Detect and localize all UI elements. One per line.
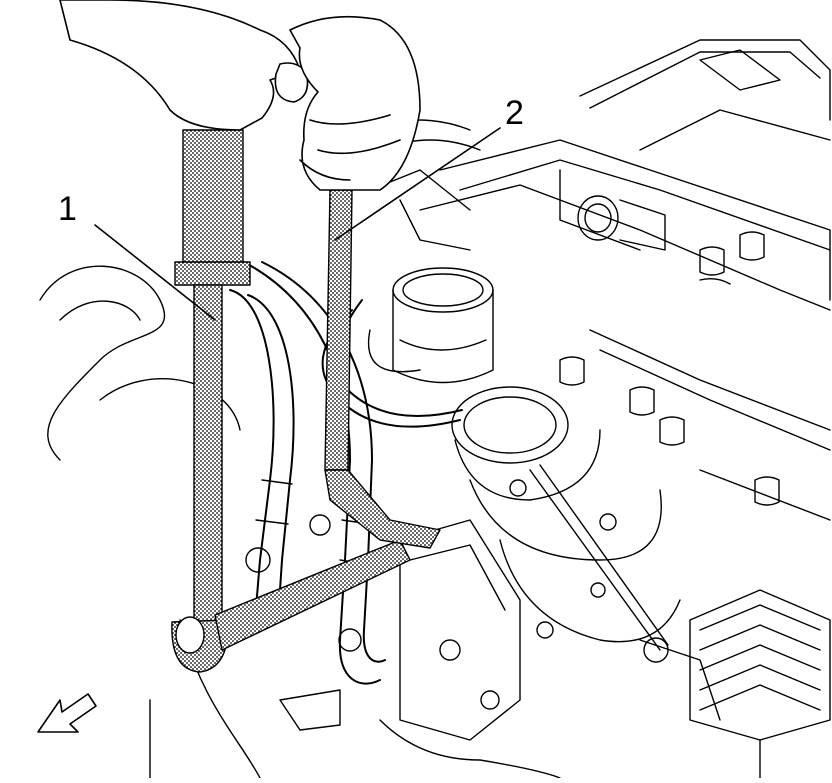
oil-cooler [689, 589, 831, 779]
engine-contour [39, 119, 481, 779]
turbocharger [451, 386, 721, 721]
front-direction-arrow-icon [37, 693, 97, 733]
callout-1-leader [94, 224, 216, 321]
callout-1: 1 [58, 190, 77, 228]
throttle-body [368, 267, 494, 384]
callout-2-leader [334, 127, 501, 241]
leader-lines [94, 127, 501, 321]
exhaust-manifold [245, 514, 561, 779]
torque-wrench [171, 129, 411, 673]
technician-hands [59, 0, 421, 191]
coil-bolts [559, 231, 831, 521]
valve-cover [419, 139, 831, 311]
backup-wrench [324, 189, 441, 549]
callout-2: 2 [505, 94, 524, 132]
engine-cover [579, 39, 831, 151]
